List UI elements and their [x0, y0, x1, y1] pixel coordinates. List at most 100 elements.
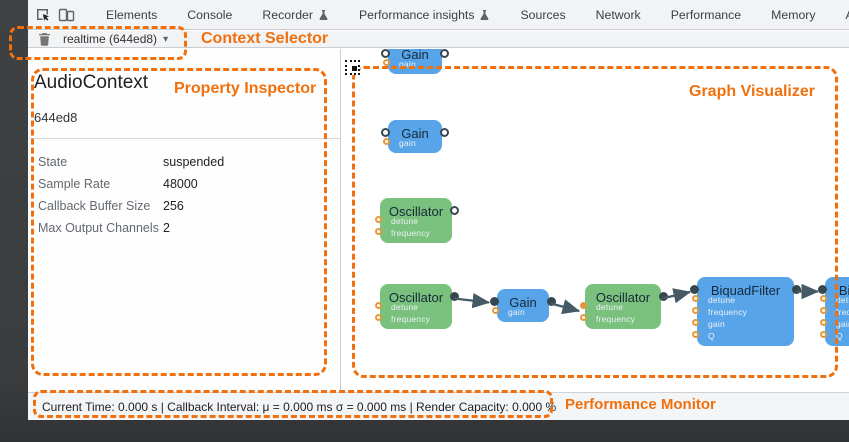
node-title: BiquadFilter [710, 283, 781, 298]
audio-node-gain-1[interactable]: Gain gain [381, 49, 449, 74]
param-label: frequency [836, 307, 849, 317]
edge-gain3-oscillator3-detune [550, 299, 581, 315]
param-detune: detune [374, 215, 452, 227]
context-type-title: AudioContext [34, 72, 149, 93]
input-port[interactable] [381, 128, 390, 137]
param-label: detune [596, 302, 624, 312]
param-port[interactable] [819, 294, 827, 302]
param-port[interactable] [374, 227, 382, 235]
param-port[interactable] [374, 313, 382, 321]
device-toolbar-icon [58, 8, 75, 22]
param-q: Q [691, 330, 794, 342]
tab-label: Memory [771, 7, 816, 22]
output-port[interactable] [547, 297, 556, 306]
toggle-device-toolbar-button[interactable] [58, 4, 75, 26]
tab-performance[interactable]: Performance [656, 0, 756, 29]
param-port[interactable] [374, 215, 382, 223]
property-value: 2 [163, 221, 170, 235]
param-port[interactable] [382, 137, 390, 145]
property-row: State suspended [28, 151, 340, 173]
property-label: State [38, 155, 68, 169]
inspect-element-button[interactable] [35, 4, 51, 26]
param-gain: gain [819, 318, 849, 330]
delete-context-button[interactable] [38, 32, 51, 46]
param-port[interactable] [382, 58, 390, 66]
output-port[interactable] [450, 292, 459, 301]
tab-performance-insights[interactable]: Performance insights [344, 0, 506, 29]
edge-oscillator2-gain3 [453, 292, 491, 309]
tab-console[interactable]: Console [172, 0, 247, 29]
output-port[interactable] [440, 49, 449, 58]
audio-node-gain-3[interactable]: Gain gain [490, 289, 556, 322]
property-row: Sample Rate 48000 [28, 173, 340, 195]
param-frequency: frequency [819, 306, 849, 318]
input-port[interactable] [381, 49, 390, 58]
property-value: 48000 [163, 177, 198, 191]
pane-divider[interactable] [340, 49, 341, 392]
inspect-cursor-icon [37, 8, 49, 21]
property-label: Sample Rate [38, 177, 111, 191]
param-port[interactable] [691, 306, 699, 314]
tab-label: Recorder [262, 7, 313, 22]
param-gain: gain [382, 58, 442, 70]
tab-label: Network [595, 7, 641, 22]
param-gain: gain [691, 318, 794, 330]
trash-icon [39, 33, 50, 46]
tab-recorder[interactable]: Recorder [247, 0, 344, 29]
node-title: Oscillator [388, 204, 444, 219]
param-port[interactable] [491, 306, 499, 314]
output-port[interactable] [450, 206, 459, 215]
param-label: detune [391, 216, 419, 226]
tab-elements[interactable]: Elements [91, 0, 172, 29]
graph-visualizer-pane: Gain gain Gain gain Oscillator detune [341, 49, 849, 392]
context-id: 644ed8 [34, 110, 78, 125]
param-port[interactable] [691, 318, 699, 326]
webaudio-toolbar: realtime (644ed8) ▾ [28, 31, 849, 48]
node-title: Oscillator [388, 290, 444, 305]
tab-label: Sources [520, 7, 566, 22]
property-inspector-pane: AudioContext 644ed8 State suspended Samp… [28, 49, 340, 392]
param-port[interactable] [691, 294, 699, 302]
audio-node-oscillator-3[interactable]: Oscillator detune frequency [579, 284, 668, 329]
input-port[interactable] [490, 297, 499, 306]
param-frequency: frequency [374, 313, 452, 325]
input-port[interactable] [690, 285, 699, 294]
param-frequency: frequency [691, 306, 794, 318]
audio-node-gain-2[interactable]: Gain gain [381, 120, 449, 153]
param-frequency: frequency [579, 313, 661, 325]
param-detune: detune [374, 301, 452, 313]
tab-label: Performance [670, 7, 742, 22]
param-port[interactable] [579, 301, 587, 309]
param-port[interactable] [691, 330, 699, 338]
param-port[interactable] [819, 318, 827, 326]
node-title: Gain [401, 49, 429, 62]
tab-network[interactable]: Network [581, 0, 656, 29]
audio-node-oscillator-1[interactable]: Oscillator detune frequency [374, 198, 459, 243]
property-value: suspended [163, 155, 225, 169]
output-port[interactable] [792, 285, 801, 294]
param-label: Q [836, 331, 843, 341]
param-port[interactable] [374, 301, 382, 309]
chevron-down-icon: ▾ [163, 33, 169, 45]
context-selector-value: realtime (644ed8) [63, 32, 158, 46]
audio-node-biquadfilter-2[interactable]: BiquadFilter detune frequency gain Q [818, 277, 849, 346]
property-value: 256 [163, 199, 184, 213]
input-port[interactable] [818, 285, 827, 294]
param-label: frequency [391, 228, 431, 238]
param-q: Q [819, 330, 849, 342]
context-selector-dropdown[interactable]: realtime (644ed8) ▾ [63, 32, 168, 46]
tab-application[interactable]: Application [831, 0, 849, 29]
param-port[interactable] [579, 313, 587, 321]
tab-memory[interactable]: Memory [756, 0, 830, 29]
param-port[interactable] [819, 330, 827, 338]
param-label: Q [708, 331, 715, 341]
tab-label: Console [187, 7, 233, 22]
audio-node-oscillator-2[interactable]: Oscillator detune frequency [374, 284, 459, 329]
tab-sources[interactable]: Sources [505, 0, 580, 29]
param-port[interactable] [819, 306, 827, 314]
output-port[interactable] [440, 128, 449, 137]
output-port[interactable] [659, 292, 668, 301]
audio-node-biquadfilter-1[interactable]: BiquadFilter detune frequency gain Q [690, 277, 801, 346]
param-label: gain [399, 138, 416, 148]
param-label: frequency [596, 314, 636, 324]
